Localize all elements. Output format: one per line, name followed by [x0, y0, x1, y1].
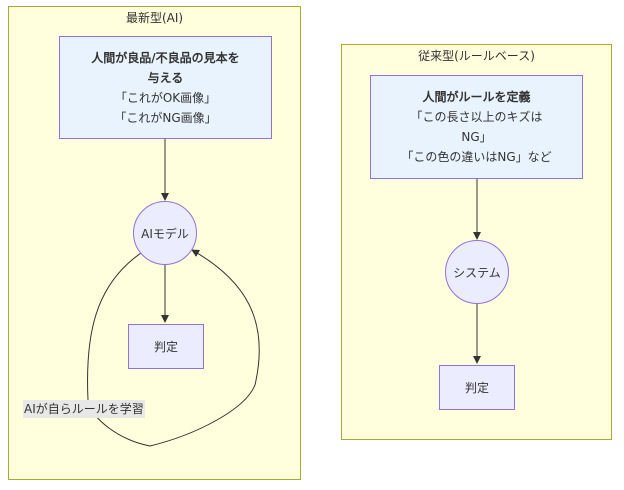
rule-line-3: NG」: [461, 130, 492, 144]
rule-line-1: 人間がルールを定義: [422, 90, 531, 104]
edge-learning-loop: [87, 249, 260, 447]
human-defines-rules-node: 人間がルールを定義 「この長さ以上のキズは NG」 「この色の違いはNG」など: [370, 75, 583, 179]
human-provides-examples-node: 人間が良品/不良品の見本を 与える 「これがOK画像」 「これがNG画像」: [59, 36, 272, 139]
teach-line-2: 与える: [147, 70, 184, 85]
rule-line-4: 「この色の違いはNG」など: [401, 150, 552, 164]
teach-line-4: 「これがNG画像」: [114, 110, 217, 125]
system-node: システム: [445, 240, 509, 304]
ai-model-node: AIモデル: [133, 201, 197, 265]
ai-learns-rules-label: AIが自らルールを学習: [23, 400, 145, 418]
rulebased-judge-node: 判定: [439, 365, 515, 410]
teach-line-3: 「これがOK画像」: [114, 90, 217, 105]
rule-line-2: 「この長さ以上のキズは: [410, 110, 543, 124]
ai-cluster-title: 最新型(AI): [125, 11, 184, 25]
rulebased-cluster-title: 従来型(ルールベース): [418, 49, 535, 63]
ai-judge-node: 判定: [128, 324, 204, 369]
teach-line-1: 人間が良品/不良品の見本を: [91, 50, 240, 65]
